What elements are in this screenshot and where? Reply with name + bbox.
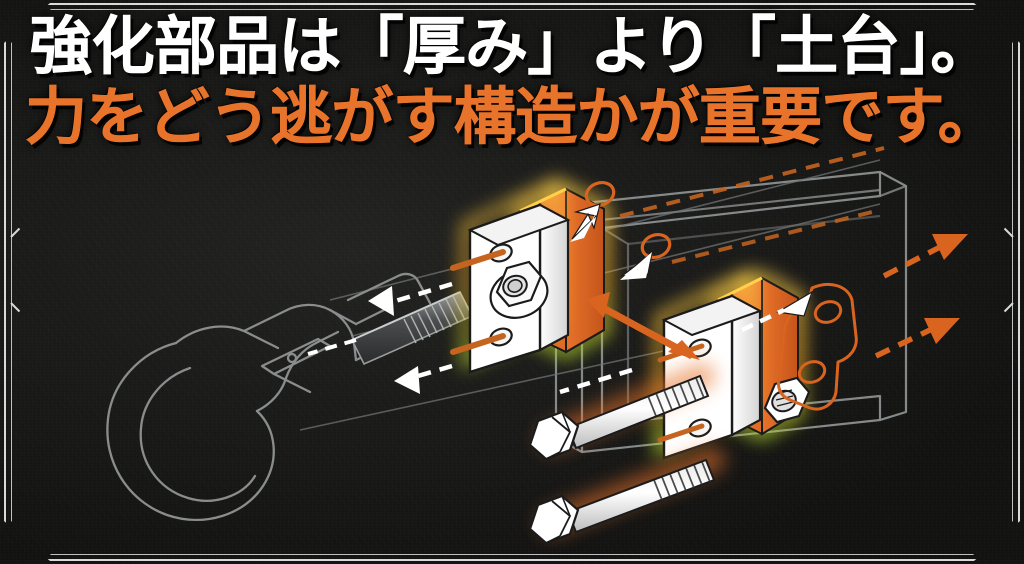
frame-outer-border xyxy=(4,3,1020,561)
frame-inner-border xyxy=(11,9,1013,555)
hex-bolt-upper xyxy=(528,362,716,461)
grab-hook xyxy=(106,272,432,522)
load-arrow-left-upper xyxy=(368,281,453,316)
beam-force-path xyxy=(619,146,885,264)
assembly-arrow-pad xyxy=(741,290,814,333)
beam-bolt-holes xyxy=(584,181,672,259)
hex-bolt-lower xyxy=(528,446,726,545)
chassis-mounting-pad xyxy=(776,283,858,411)
load-arrow-left-lower xyxy=(394,363,453,394)
force-dissipation-arrow-lower-right xyxy=(874,318,960,359)
assembly-arrow-upper xyxy=(570,203,601,242)
load-arrow-bottom-dash xyxy=(559,367,633,395)
force-dissipation-arrow-upper-right xyxy=(882,234,968,279)
hex-flange-nut-front xyxy=(489,260,549,319)
front-mounting-plate xyxy=(450,175,571,374)
assembly-arrow-middle xyxy=(620,251,653,280)
force-spread-arrow-center xyxy=(586,292,700,360)
load-arrow-left-far xyxy=(307,338,357,356)
